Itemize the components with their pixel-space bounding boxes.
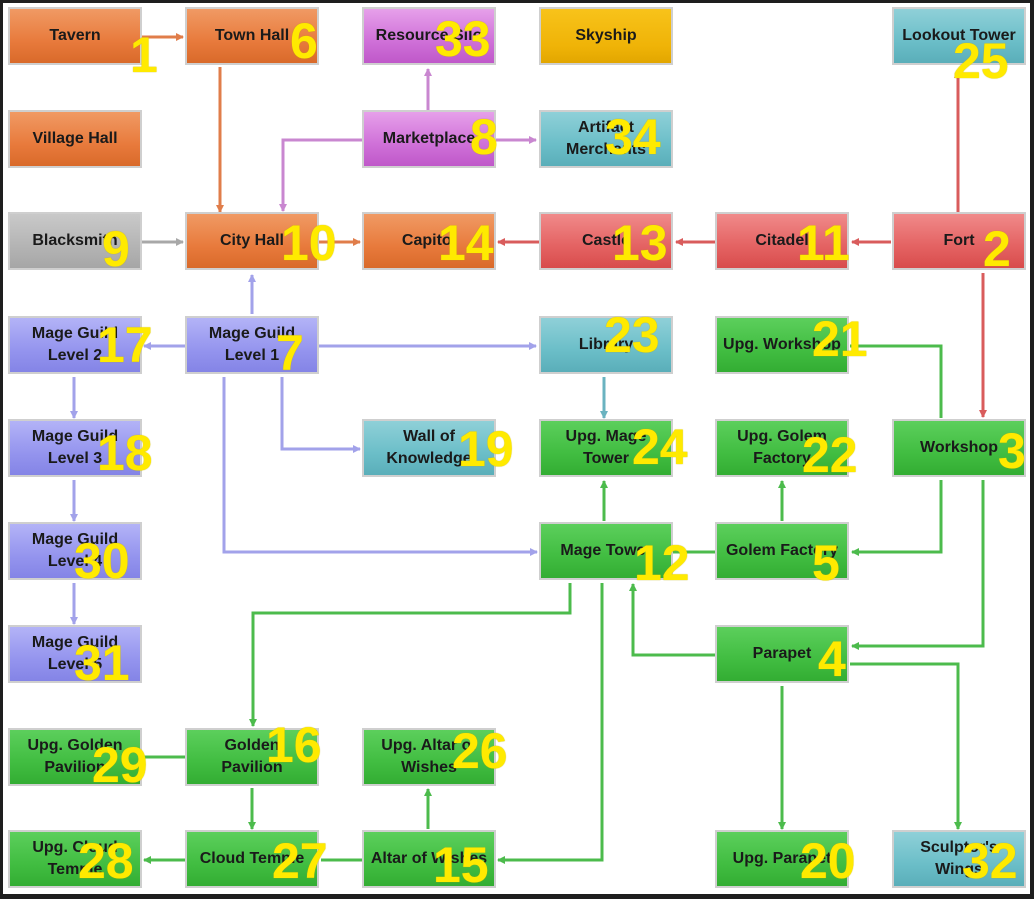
node-label-fort: Fort bbox=[943, 232, 975, 249]
node-upg-altar[interactable]: Upg. Altar of Wishes bbox=[362, 728, 496, 786]
node-city-hall[interactable]: City Hall bbox=[185, 212, 319, 270]
node-upg-golden-pavilion[interactable]: Upg. Golden Pavilion bbox=[8, 728, 142, 786]
edge-workshop-parapet bbox=[851, 480, 985, 650]
node-mage-tower[interactable]: Mage Tower bbox=[539, 522, 673, 580]
node-golden-pavilion[interactable]: Golden Pavilion bbox=[185, 728, 319, 786]
node-blacksmith[interactable]: Blacksmith bbox=[8, 212, 142, 270]
node-label-mage-guild-4: Mage Guild Level 4 bbox=[31, 531, 119, 570]
node-marketplace[interactable]: Marketplace bbox=[362, 110, 496, 168]
node-label-cloud-temple: Cloud Temple bbox=[199, 850, 305, 867]
node-skyship[interactable]: Skyship bbox=[539, 7, 673, 65]
node-upg-workshop[interactable]: Upg. Workshop bbox=[715, 316, 849, 374]
node-label-golem-factory: Golem Factory bbox=[725, 542, 839, 559]
node-tavern[interactable]: Tavern bbox=[8, 7, 142, 65]
node-label-parapet: Parapet bbox=[752, 645, 812, 662]
edge-mage-tower-golden-pavilion bbox=[249, 583, 572, 727]
node-upg-parapet[interactable]: Upg. Parapet bbox=[715, 830, 849, 888]
node-citadel[interactable]: Citadel bbox=[715, 212, 849, 270]
node-label-mage-tower: Mage Tower bbox=[560, 542, 652, 559]
node-label-altar-of-wishes: Altar of Wishes bbox=[370, 850, 488, 867]
node-mage-guild-3[interactable]: Mage Guild Level 3 bbox=[8, 419, 142, 477]
node-mage-guild-4[interactable]: Mage Guild Level 4 bbox=[8, 522, 142, 580]
edge-mage-guild-1-mage-tower bbox=[222, 377, 538, 556]
node-label-upg-workshop: Upg. Workshop bbox=[723, 336, 841, 353]
node-workshop[interactable]: Workshop bbox=[892, 419, 1026, 477]
node-fort[interactable]: Fort bbox=[892, 212, 1026, 270]
node-label-tavern: Tavern bbox=[49, 27, 101, 44]
edge-parapet-mage-tower bbox=[629, 583, 715, 657]
node-label-upg-cloud-temple: Upg. Cloud Temple bbox=[32, 839, 118, 878]
node-label-village-hall: Village Hall bbox=[32, 130, 118, 147]
node-label-citadel: Citadel bbox=[755, 232, 809, 249]
node-label-city-hall: City Hall bbox=[219, 232, 284, 249]
node-town-hall[interactable]: Town Hall bbox=[185, 7, 319, 65]
node-altar-of-wishes[interactable]: Altar of Wishes bbox=[362, 830, 496, 888]
node-label-wall-of-knowledge: Wall of Knowledge bbox=[386, 428, 472, 467]
node-label-upg-mage-tower: Upg. Mage Tower bbox=[565, 428, 647, 467]
node-label-upg-golden-pavilion: Upg. Golden Pavilion bbox=[27, 737, 123, 776]
diagram-canvas bbox=[3, 3, 1030, 894]
node-label-artifact-merchants: Artifact Merchants bbox=[565, 119, 647, 158]
edge-marketplace-city-hall bbox=[279, 138, 362, 212]
node-label-mage-guild-2: Mage Guild Level 2 bbox=[31, 325, 119, 364]
node-upg-mage-tower[interactable]: Upg. Mage Tower bbox=[539, 419, 673, 477]
node-label-upg-altar: Upg. Altar of Wishes bbox=[381, 737, 477, 776]
node-label-town-hall: Town Hall bbox=[214, 27, 290, 44]
node-label-blacksmith: Blacksmith bbox=[32, 232, 118, 249]
node-label-golden-pavilion: Golden Pavilion bbox=[221, 737, 283, 776]
node-lookout-tower[interactable]: Lookout Tower bbox=[892, 7, 1026, 65]
node-parapet[interactable]: Parapet bbox=[715, 625, 849, 683]
node-label-library: Library bbox=[578, 336, 634, 353]
node-wall-of-knowledge[interactable]: Wall of Knowledge bbox=[362, 419, 496, 477]
node-mage-guild-2[interactable]: Mage Guild Level 2 bbox=[8, 316, 142, 374]
node-sculptors-wings[interactable]: Sculptor's Wings bbox=[892, 830, 1026, 888]
node-label-mage-guild-1: Mage Guild Level 1 bbox=[208, 325, 296, 364]
node-label-resource-silo: Resource Silo bbox=[375, 27, 483, 44]
node-label-marketplace: Marketplace bbox=[382, 130, 476, 147]
node-upg-golem-factory[interactable]: Upg. Golem Factory bbox=[715, 419, 849, 477]
node-upg-cloud-temple[interactable]: Upg. Cloud Temple bbox=[8, 830, 142, 888]
edge-parapet-sculptors-wings bbox=[850, 662, 962, 830]
node-castle[interactable]: Castle bbox=[539, 212, 673, 270]
node-resource-silo[interactable]: Resource Silo bbox=[362, 7, 496, 65]
edge-mage-guild-1-wall-of-knowledge bbox=[280, 377, 361, 453]
node-label-upg-golem-factory: Upg. Golem Factory bbox=[737, 428, 827, 467]
edge-upg-workshop-link bbox=[850, 344, 943, 418]
node-label-mage-guild-3: Mage Guild Level 3 bbox=[31, 428, 119, 467]
node-label-skyship: Skyship bbox=[575, 27, 637, 44]
node-golem-factory[interactable]: Golem Factory bbox=[715, 522, 849, 580]
edge-workshop-golem-factory bbox=[851, 480, 943, 556]
node-label-castle: Castle bbox=[581, 232, 631, 249]
node-artifact-merchants[interactable]: Artifact Merchants bbox=[539, 110, 673, 168]
node-cloud-temple[interactable]: Cloud Temple bbox=[185, 830, 319, 888]
node-label-capitol: Capitol bbox=[401, 232, 457, 249]
node-label-upg-parapet: Upg. Parapet bbox=[732, 850, 832, 867]
node-label-workshop: Workshop bbox=[920, 439, 998, 456]
node-label-lookout-tower: Lookout Tower bbox=[902, 27, 1016, 44]
node-mage-guild-1[interactable]: Mage Guild Level 1 bbox=[185, 316, 319, 374]
node-village-hall[interactable]: Village Hall bbox=[8, 110, 142, 168]
node-mage-guild-5[interactable]: Mage Guild Level 5 bbox=[8, 625, 142, 683]
node-label-mage-guild-5: Mage Guild Level 5 bbox=[31, 634, 119, 673]
edge-mage-tower-altar-of-wishes bbox=[497, 583, 604, 864]
node-library[interactable]: Library bbox=[539, 316, 673, 374]
node-label-sculptors-wings: Sculptor's Wings bbox=[920, 839, 998, 878]
node-capitol[interactable]: Capitol bbox=[362, 212, 496, 270]
